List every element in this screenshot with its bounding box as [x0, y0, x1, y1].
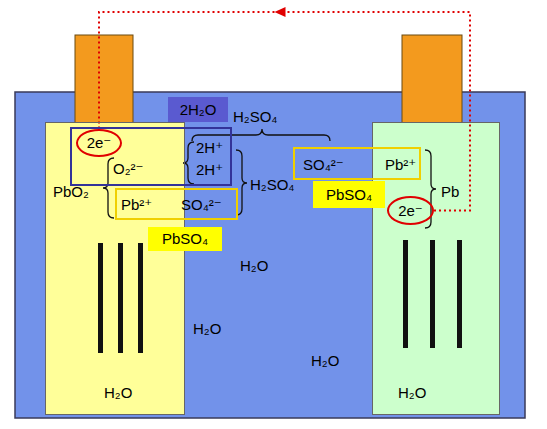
node-text: 2e⁻: [87, 134, 112, 151]
formula-label: H₂O: [240, 257, 268, 274]
node-text: Pb: [441, 183, 459, 200]
node-text: 2H⁺: [196, 161, 223, 178]
node-text: SO₄²⁻: [181, 196, 222, 213]
node-text: 2e⁻: [398, 202, 423, 219]
ion-box: SO₄²⁻ Pb²⁺: [293, 147, 421, 180]
reaction-box: O₂²⁻ 2H⁺ 2H⁺ 2e⁻: [70, 127, 232, 186]
node-text: 2H₂O: [180, 101, 217, 118]
formula-label: H₂SO₄: [250, 176, 294, 193]
formula-label: H₂O: [398, 384, 426, 401]
electron-flow: [99, 7, 470, 211]
node-text: SO₄²⁻: [303, 156, 344, 173]
brace: [103, 129, 436, 228]
electrolyte-tank: [15, 92, 525, 418]
plate-fill: [372, 122, 500, 415]
formula-label: H₂O: [104, 384, 132, 401]
arrow-head: [275, 7, 286, 17]
formula-label: H₂SO₄: [233, 108, 277, 125]
node-text: PbSO₄: [326, 186, 372, 203]
node-text: O₂²⁻: [113, 160, 143, 177]
plate-grid: [98, 240, 462, 353]
formula-label: H₂O: [193, 320, 221, 337]
node-text: Pb²⁺: [121, 196, 152, 213]
node-text: PbSO₄: [162, 230, 208, 247]
electron-circle: 2e⁻: [76, 129, 122, 157]
product-box: PbSO₄: [148, 227, 222, 251]
plate-fill: [45, 122, 185, 415]
ion-box: Pb²⁺ SO₄²⁻: [115, 188, 238, 220]
electron-circle: 2e⁻: [387, 196, 434, 225]
product-box: PbSO₄: [313, 181, 385, 208]
formula-label: H₂O: [311, 352, 339, 369]
node-text: Pb²⁺: [385, 156, 416, 173]
node-text: 2H⁺: [196, 139, 223, 156]
water-box: 2H₂O: [168, 97, 228, 122]
terminal: [402, 35, 462, 123]
terminal: [75, 35, 133, 123]
